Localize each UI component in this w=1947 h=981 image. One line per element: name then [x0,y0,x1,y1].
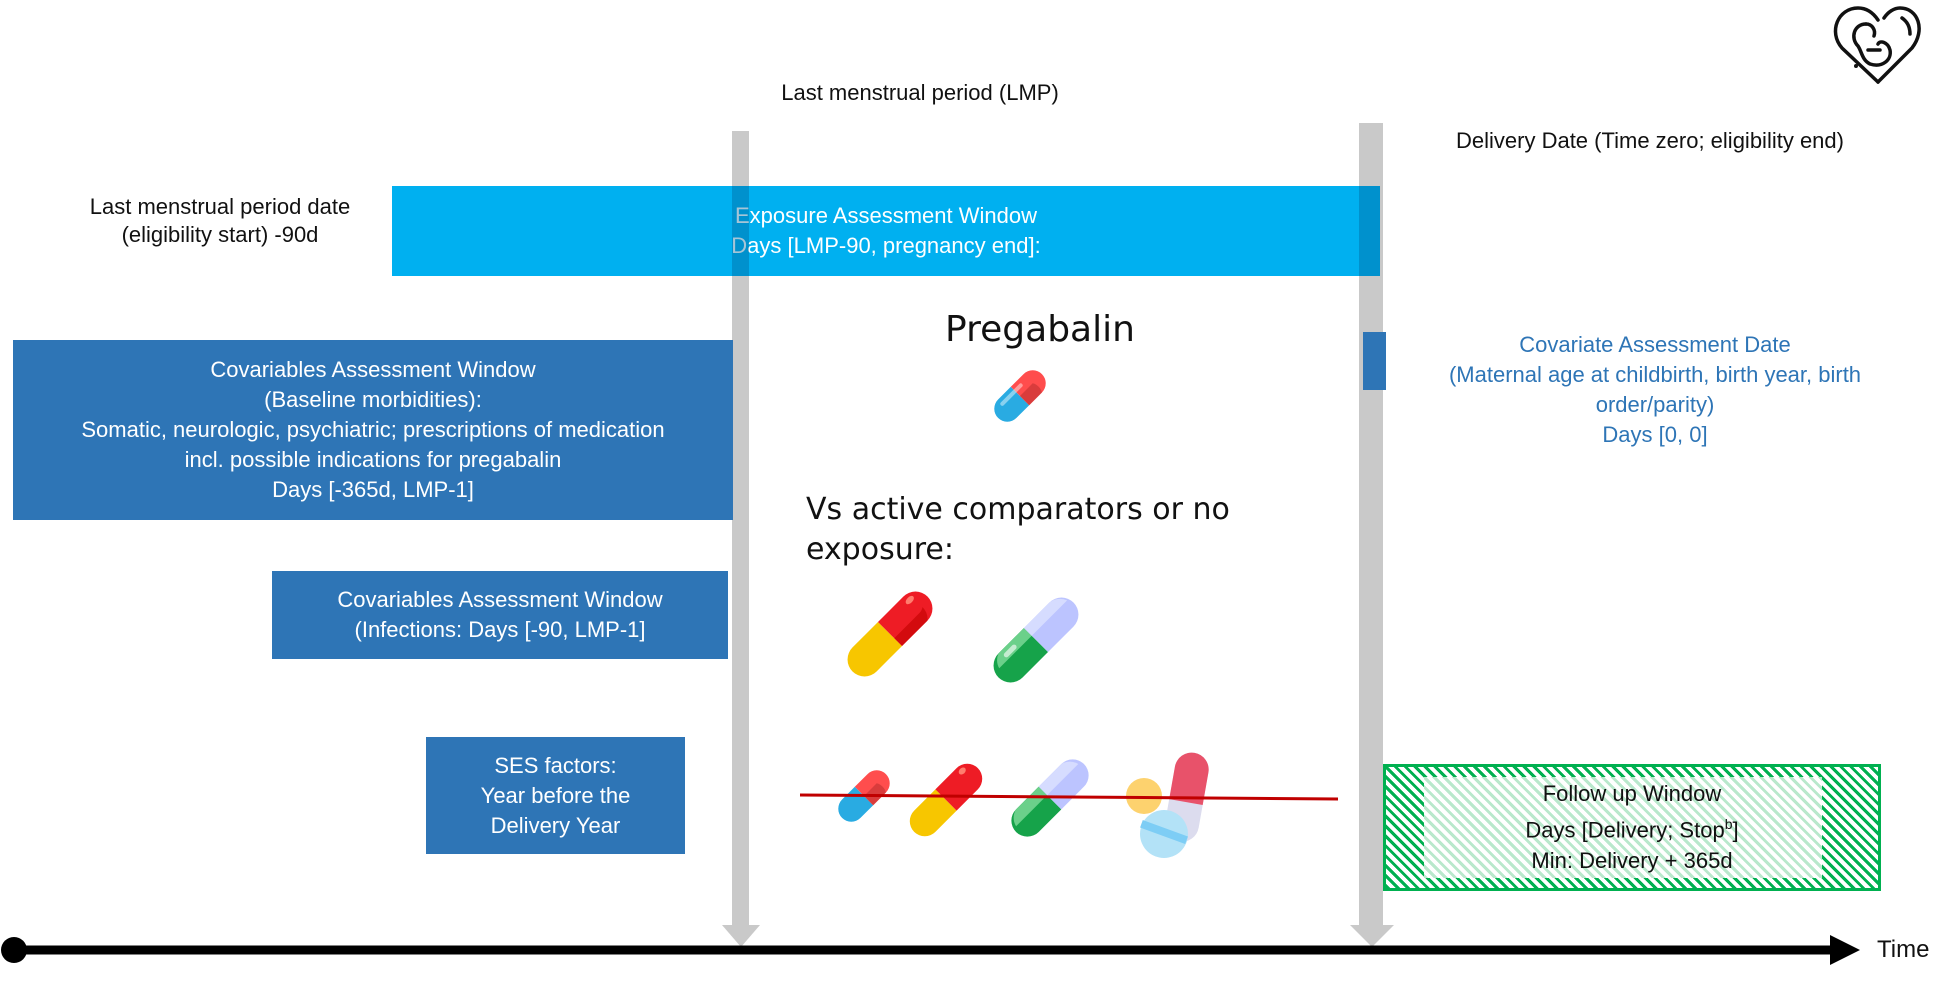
exposure-assessment-window: Exposure Assessment Window Days [LMP-90,… [392,186,1380,276]
covariate-date-marker [1363,332,1386,390]
delivery-arrowhead-icon [1350,925,1394,947]
comparator-line1: Vs active comparators or no [806,492,1230,527]
follow-up-line3: Min: Delivery + 365d [1531,847,1733,873]
covariate-assessment-date: Covariate Assessment Date (Maternal age … [1390,330,1920,450]
comparator-line2: exposure: [806,532,954,567]
axis-line [14,945,1834,955]
ses-line3: Delivery Year [490,812,621,838]
strike-through-line [799,793,1339,801]
covariate-date-line4: Days [0, 0] [1602,422,1708,447]
exposure-line1: Exposure Assessment Window [734,203,1038,228]
follow-up-superscript: b [1724,816,1733,833]
follow-up-line2: Days [Delivery; Stopb] [1525,809,1738,845]
baseline-line1: Covariables Assessment Window [210,357,536,382]
follow-up-window: Follow up Window Days [Delivery; Stopb] … [1383,764,1881,891]
infection-line2: (Infections: Days [-90, LMP-1] [354,617,646,642]
eligibility-start-line1: Last menstrual period date [89,194,351,219]
infection-line1: Covariables Assessment Window [337,587,663,612]
baseline-line3: Somatic, neurologic, psychiatric; prescr… [81,417,665,442]
covariate-date-line3: order/parity) [1595,392,1715,417]
eligibility-start-line2: (eligibility start) -90d [121,222,319,247]
comparator-pill-yellow-red-icon [847,591,933,677]
ses-line1: SES factors: [494,752,617,778]
baseline-line5: Days [-365d, LMP-1] [272,477,474,502]
comparator-pill-green-lavender-icon [993,597,1079,683]
covariate-date-line1: Covariate Assessment Date [1519,332,1791,357]
pregnancy-heart-icon [1833,6,1921,84]
infection-covariables-window: Covariables Assessment Window (Infection… [272,571,728,659]
covariate-date-line2: (Maternal age at childbirth, birth year,… [1448,362,1862,387]
ses-factors-window: SES factors: Year before the Delivery Ye… [426,737,685,854]
follow-up-line1: Follow up Window [1542,781,1722,807]
lmp-overlap [732,186,749,276]
follow-up-line2-prefix: Days [Delivery; Stop [1525,817,1725,843]
follow-up-text: Follow up Window Days [Delivery; Stopb] … [1525,779,1738,875]
pregabalin-pill-icon [994,370,1046,422]
baseline-line2: (Baseline morbidities): [264,387,482,412]
lmp-line [732,131,749,931]
baseline-covariables-window: Covariables Assessment Window (Baseline … [13,340,733,520]
follow-up-inner-fill [1424,777,1822,878]
lmp-label: Last menstrual period (LMP) [781,80,1059,105]
axis-arrowhead-icon [1830,935,1860,965]
lmp-arrowhead-icon [722,925,760,947]
crossed-pills-tablets-icon [1126,752,1209,858]
follow-up-line2-suffix: ] [1732,817,1739,843]
comparator-label: Vs active comparators or no exposure: [806,490,1230,570]
delivery-date-label: Delivery Date (Time zero; eligibility en… [1456,128,1844,153]
time-axis [1,935,1860,965]
time-axis-label: Time [1877,936,1930,963]
crossed-pill-yellow-red-icon [909,763,983,837]
exposure-line2: Days [LMP-90, pregnancy end]: [731,233,1041,258]
ses-line2: Year before the [480,782,631,808]
delivery-overlap [1359,186,1380,276]
baseline-line4: incl. possible indications for pregabali… [184,447,562,472]
eligibility-start-label: Last menstrual period date (eligibility … [40,193,400,249]
pregabalin-label: Pregabalin [945,309,1135,350]
